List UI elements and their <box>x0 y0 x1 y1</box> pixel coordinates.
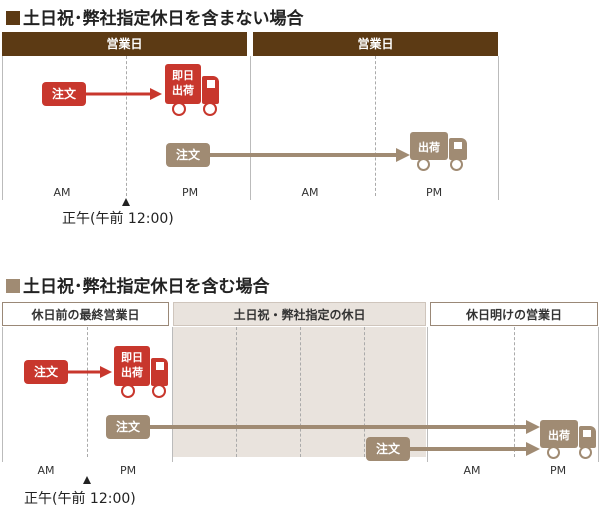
section2-order-badge-holiday: 注文 <box>366 437 410 461</box>
section2-title-text: 土日祝･弊社指定休日を含む場合 <box>23 277 270 297</box>
section1-tick-pm-2: PM <box>425 186 443 199</box>
section2-header-next-business-day: 休日明けの営業日 <box>430 302 598 326</box>
truck-icon: 出荷 <box>410 132 468 172</box>
section1-same-day-line2: 出荷 <box>172 84 194 97</box>
section1-header-business-day-1: 営業日 <box>2 32 247 56</box>
triangle-up-icon <box>83 476 91 484</box>
section1-order-badge-pm: 注文 <box>166 143 210 167</box>
section1-same-day-line1: 即日 <box>172 69 194 82</box>
section1-header-business-day-2: 営業日 <box>253 32 498 56</box>
truck-icon: 即日 出荷 <box>165 64 221 116</box>
square-bullet-icon <box>6 11 20 25</box>
truck-icon: 即日 出荷 <box>114 346 170 398</box>
section2-tick-pm-2: PM <box>549 464 567 477</box>
section2-boundary-left <box>2 327 3 462</box>
section2-holiday-divider-1 <box>236 327 237 457</box>
section1-noon-line-2 <box>375 56 376 196</box>
section2-same-day-line1: 即日 <box>121 351 143 364</box>
section2-order-badge-pm: 注文 <box>106 415 150 439</box>
section1-tick-am-2: AM <box>301 186 319 199</box>
triangle-up-icon <box>122 198 130 206</box>
section1-boundary-right <box>498 56 499 200</box>
section2-same-day-line2: 出荷 <box>121 366 143 379</box>
section2-tick-am-2: AM <box>463 464 481 477</box>
section2-boundary-2 <box>427 327 428 462</box>
section2-boundary-right <box>598 327 599 462</box>
section1-boundary-left <box>2 56 3 200</box>
section2-holiday-divider-3 <box>364 327 365 457</box>
section1-tick-pm-1: PM <box>181 186 199 199</box>
section2-noon-line-1 <box>87 327 88 457</box>
square-bullet-icon <box>6 279 20 293</box>
section2-header-last-business-day: 休日前の最終営業日 <box>2 302 169 326</box>
section2-header-holiday: 土日祝・弊社指定の休日 <box>173 302 426 326</box>
section2-title: 土日祝･弊社指定休日を含む場合 <box>6 272 270 297</box>
section2-boundary-1 <box>172 327 173 462</box>
section1-boundary-mid <box>250 56 251 200</box>
section1-title-text: 土日祝･弊社指定休日を含まない場合 <box>23 9 304 29</box>
section1-title: 土日祝･弊社指定休日を含まない場合 <box>6 4 304 29</box>
section2-ship-label: 出荷 <box>548 429 570 442</box>
section1-ship-label: 出荷 <box>418 141 440 154</box>
section2-noon-line-2 <box>514 327 515 457</box>
section1-noon-label: 正午(午前 12:00) <box>62 211 174 227</box>
section2-tick-am-1: AM <box>37 464 55 477</box>
truck-icon: 出荷 <box>540 420 598 460</box>
section2-tick-pm-1: PM <box>119 464 137 477</box>
section1-order-badge: 注文 <box>42 82 86 106</box>
section2-noon-label: 正午(午前 12:00) <box>24 491 136 507</box>
holiday-band <box>173 327 426 457</box>
section1-noon-line-1 <box>126 56 127 196</box>
section1-tick-am-1: AM <box>53 186 71 199</box>
section2-holiday-divider-2 <box>300 327 301 457</box>
section2-order-badge: 注文 <box>24 360 68 384</box>
